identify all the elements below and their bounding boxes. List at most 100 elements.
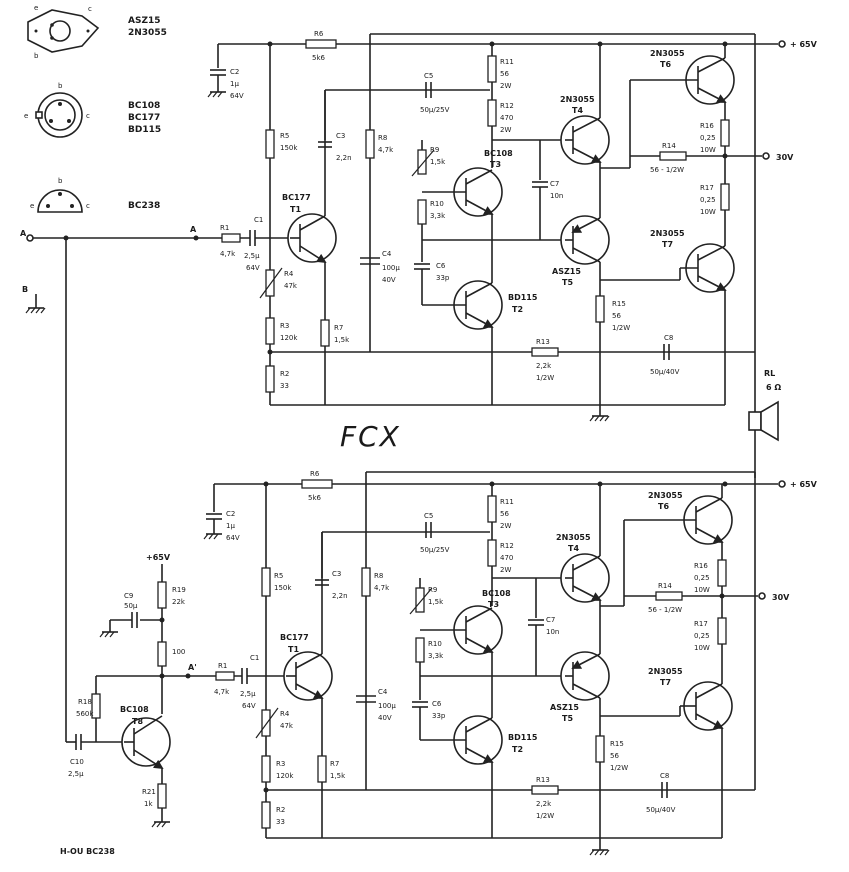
resistor-r13-b	[531, 785, 559, 795]
phase-inverter-stage: +65V R19 22k C9 50µ 100 R18 560k C10 2,5…	[68, 553, 186, 828]
label-c5b-name: C5	[424, 512, 433, 520]
resistor-r10	[417, 199, 427, 225]
label-r7b-value: 1,5k	[330, 772, 346, 780]
label-r18-name: R18	[78, 698, 92, 706]
midpoint-terminal-top[interactable]	[762, 152, 770, 160]
resistor-r8-b	[361, 567, 371, 597]
label-c2-name: C2	[230, 68, 239, 76]
ground-icon	[589, 849, 610, 856]
load-speaker: RL 6 Ω	[748, 352, 781, 478]
resistor-r4	[265, 269, 275, 297]
pin-label-c-3: c	[86, 202, 90, 210]
label-c3-value: 2,2n	[336, 154, 352, 162]
label-c4b-value: 100µ	[378, 702, 396, 710]
label-t8-type: BC108	[120, 705, 149, 714]
label-r12-value: 470	[500, 114, 513, 122]
pin-label-b-2: b	[58, 82, 63, 90]
label-r4-value: 47k	[284, 282, 298, 290]
label-r15-name: R15	[612, 300, 626, 308]
label-c1-volt: 64V	[246, 264, 260, 272]
title-mark: FCX	[340, 420, 401, 453]
resistor-r9	[417, 149, 427, 175]
label-t2-type: BD115	[508, 293, 538, 302]
label-c2-volt: 64V	[230, 92, 244, 100]
resistor-r17	[720, 183, 730, 211]
supply-terminal-top[interactable]	[778, 40, 786, 48]
label-r14-name: R14	[662, 142, 676, 150]
label-r6-value: 5k6	[312, 54, 326, 62]
ground-icon	[207, 91, 226, 98]
label-r21-value: 1k	[144, 800, 153, 808]
label-r10-value: 3,3k	[430, 212, 446, 220]
label-r14-value: 56 - 1/2W	[650, 166, 684, 174]
label-c3b-value: 2,2n	[332, 592, 348, 600]
resistor-r19	[157, 581, 167, 609]
label-c6-value: 33p	[436, 274, 450, 282]
label-c3b-name: C3	[332, 570, 341, 578]
label-r17-value: 0,25	[700, 196, 716, 204]
ground-icon	[203, 533, 222, 540]
label-c5-value: 50µ/25V	[420, 106, 450, 114]
node-a-label: A	[190, 225, 197, 234]
label-c8b-value: 50µ/40V	[646, 806, 676, 814]
resistor-r16	[720, 119, 730, 147]
label-t1-type: BC177	[282, 193, 311, 202]
label-c4b-name: C4	[378, 688, 388, 696]
label-r18-value: 560k	[76, 710, 94, 718]
load-label: RL	[764, 369, 775, 378]
label-t7b-type: 2N3055	[648, 667, 683, 676]
footnote: H-OU BC238	[60, 847, 115, 856]
label-r15-power: 1/2W	[612, 324, 630, 332]
label-r14b-name: R14	[658, 582, 672, 590]
resistor-r2	[265, 365, 275, 393]
resistor-r15	[595, 295, 605, 323]
input-a-terminal[interactable]	[26, 234, 34, 242]
label-c10-value: 2,5µ	[68, 770, 84, 778]
label-t3-name: T3	[490, 160, 501, 169]
label-r17b-power: 10W	[694, 644, 710, 652]
pin-label-e-3: e	[30, 202, 34, 210]
resistor-r5	[265, 129, 275, 159]
label-t2-name: T2	[512, 305, 523, 314]
midpoint-terminal-bottom[interactable]	[758, 592, 766, 600]
resistor-r3	[265, 317, 275, 345]
midpoint-label-top: 30V	[776, 153, 794, 162]
label-c2b-value: 1µ	[226, 522, 235, 530]
label-c1-name: C1	[254, 216, 263, 224]
label-c2b-volt: 64V	[226, 534, 240, 542]
pin-label-b-3: b	[58, 177, 63, 185]
label-c1b-name: C1	[250, 654, 259, 662]
label-r20-value: 100	[172, 648, 185, 656]
resistor-r12	[487, 99, 497, 127]
label-r5b-value: 150k	[274, 584, 292, 592]
label-c6b-value: 33p	[432, 712, 446, 720]
label-t7b-name: T7	[660, 678, 671, 687]
label-r16b-name: R16	[694, 562, 708, 570]
top-amplifier: + 65V R6 5k6 C2 1µ 64V R5 150k R1 4,7k	[207, 30, 818, 422]
resistor-r21	[157, 783, 167, 809]
input-wiring: A A B	[20, 225, 222, 743]
label-t8-name: T8	[132, 717, 143, 726]
label-r12b-value: 470	[500, 554, 513, 562]
supply-terminal-bottom[interactable]	[778, 480, 786, 488]
supply-label-top: + 65V	[790, 40, 818, 49]
resistor-r14	[659, 151, 687, 161]
label-r4b-value: 47k	[280, 722, 294, 730]
label-c8-name: C8	[664, 334, 673, 342]
label-r16b-power: 10W	[694, 586, 710, 594]
pin-label-c: c	[88, 5, 92, 13]
label-t5b-type: ASZ15	[550, 703, 579, 712]
label-r2b-value: 33	[276, 818, 285, 826]
label-c7b-name: C7	[546, 616, 555, 624]
legend-name-asz15: ASZ15	[128, 16, 161, 26]
label-c10-name: C10	[70, 758, 84, 766]
label-r17b-name: R17	[694, 620, 708, 628]
bottom-amplifier: + 65V R6 5k6 C2 1µ 64V R5 150k A' R1 4,7…	[162, 470, 818, 856]
label-r6b-name: R6	[310, 470, 320, 478]
label-t3b-type: BC108	[482, 589, 511, 598]
label-r8b-name: R8	[374, 572, 383, 580]
label-t6b-name: T6	[658, 502, 669, 511]
label-r13b-value: 2,2k	[536, 800, 552, 808]
label-c7-value: 10n	[550, 192, 563, 200]
label-t2b-type: BD115	[508, 733, 538, 742]
